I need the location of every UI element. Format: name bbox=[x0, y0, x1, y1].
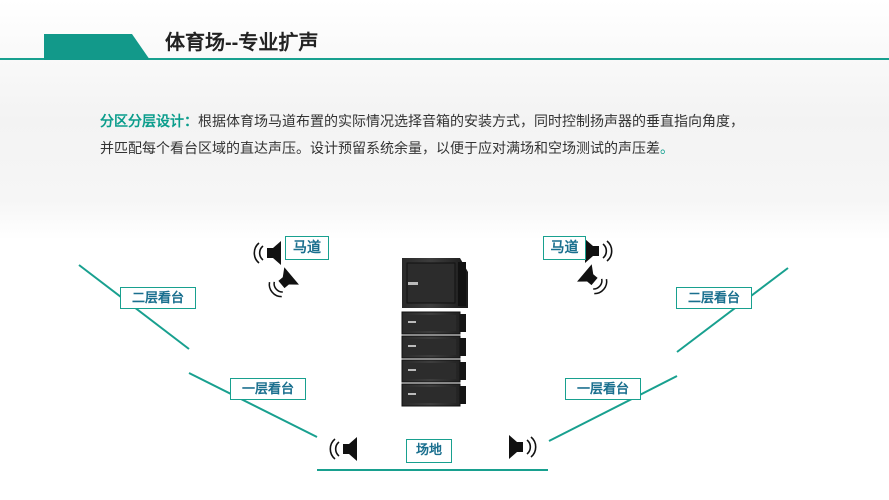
header-bar bbox=[0, 34, 889, 60]
lower-stand-left-label: 一层看台 bbox=[230, 378, 306, 400]
upper-stand-right-label: 二层看台 bbox=[676, 287, 752, 309]
speaker-icon bbox=[508, 434, 537, 460]
page-title: 体育场--专业扩声 bbox=[165, 32, 319, 54]
lower-stand-right-label: 一层看台 bbox=[565, 378, 641, 400]
catwalk-right-label: 马道 bbox=[543, 236, 586, 260]
upper-stand-right-line bbox=[676, 267, 789, 353]
lower-stand-right-line bbox=[548, 375, 678, 442]
intro-lead: 分区分层设计： bbox=[100, 113, 198, 129]
speaker-icon bbox=[253, 240, 282, 266]
speaker-icon bbox=[329, 436, 358, 462]
intro-paragraph: 分区分层设计：根据体育场马道布置的实际情况选择音箱的安装方式，同时控制扬声器的垂… bbox=[100, 108, 800, 162]
catwalk-left-label: 马道 bbox=[285, 236, 329, 260]
speaker-icon bbox=[576, 263, 612, 299]
speaker-icon bbox=[584, 238, 613, 264]
header-rule-line bbox=[0, 58, 889, 60]
field-label: 场地 bbox=[406, 439, 452, 463]
intro-line-1: 根据体育场马道布置的实际情况选择音箱的安装方式，同时控制扬声器的垂直指向角度， bbox=[198, 113, 744, 129]
upper-stand-left-label: 二层看台 bbox=[120, 287, 196, 309]
lower-stand-left-line bbox=[188, 372, 318, 438]
intro-end-mark: 。 bbox=[660, 140, 674, 156]
stadium-diagram-graphics bbox=[78, 238, 789, 471]
stadium-diagram: 马道 马道 二层看台 二层看台 一层看台 一层看台 场地 bbox=[0, 220, 889, 500]
intro-line-2: 并匹配每个看台区域的直达声压。设计预留系统余量，以便于应对满场和空场测试的声压差 bbox=[100, 140, 660, 156]
header-accent-tab bbox=[44, 34, 150, 60]
line-array-speaker-icon bbox=[401, 258, 468, 407]
speaker-icon bbox=[264, 266, 300, 302]
